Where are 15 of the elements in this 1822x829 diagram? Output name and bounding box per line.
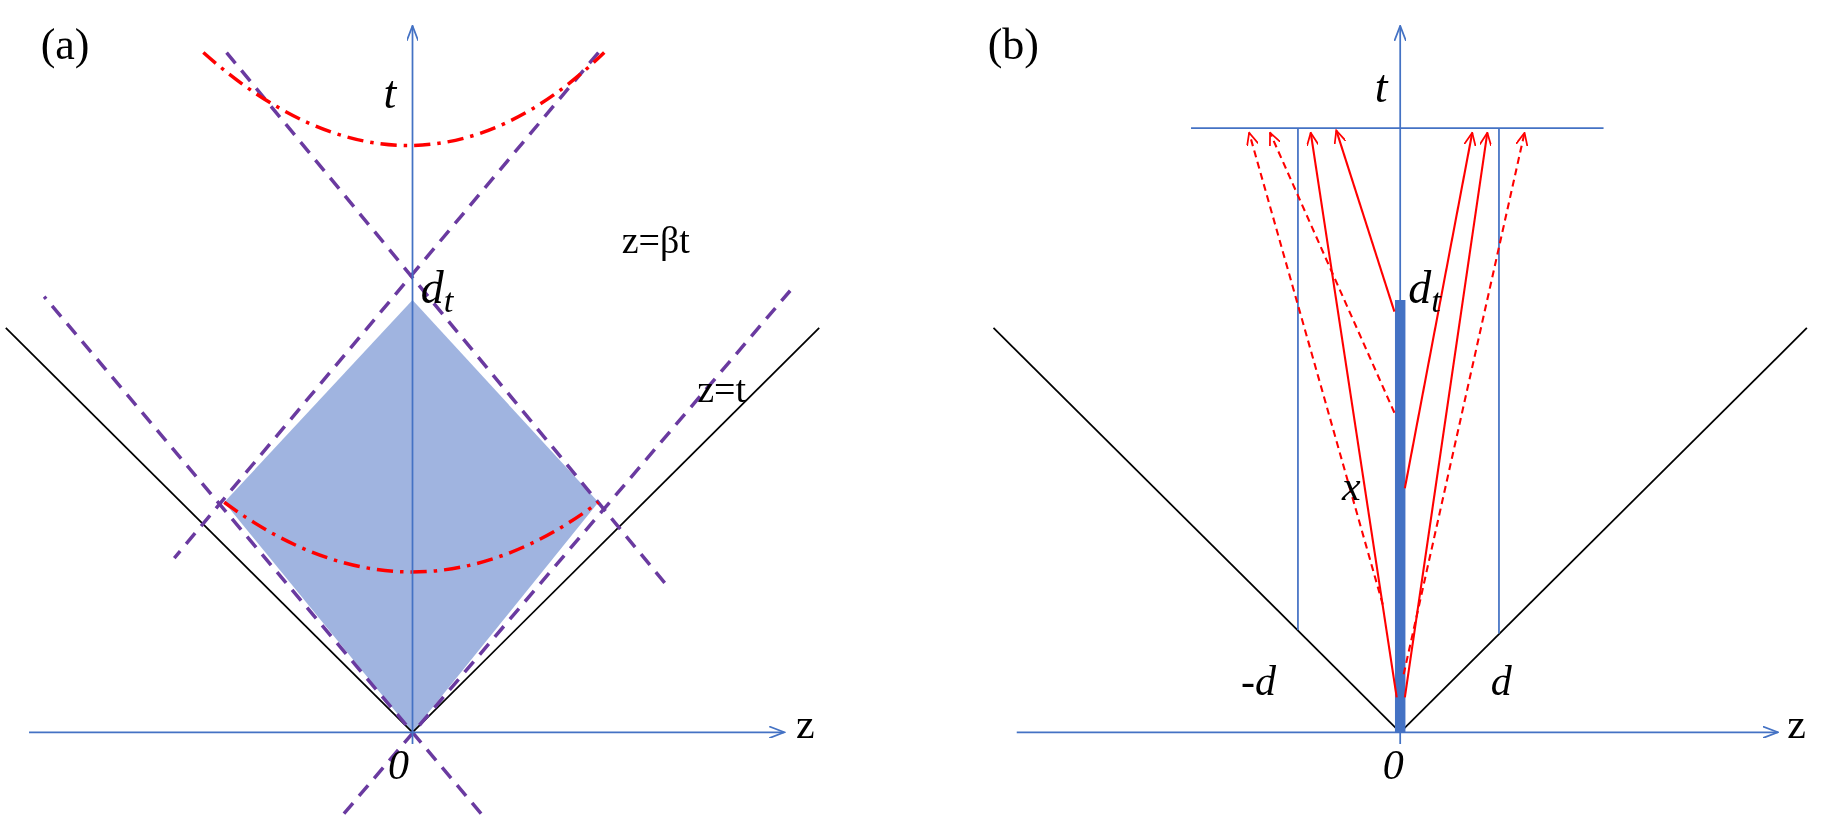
panel-label: (a) [40,23,90,68]
axis-label: t [1374,63,1388,110]
axis-label: z [795,703,815,745]
axis-label: z [1787,703,1806,745]
panel-label: (b) [987,23,1039,68]
point-label: d [1490,660,1512,702]
axis-label: t [383,69,397,116]
origin-label: 0 [388,743,410,786]
point-label: -d [1241,660,1276,702]
point-label: x [1342,464,1361,507]
point-label: d$_{t}$ [1408,264,1441,311]
line-label: z=βt [621,220,690,259]
line-label: z=t [697,369,747,408]
point-label: d$_{t}$ [420,264,454,311]
origin-label: 0 [1382,743,1404,786]
